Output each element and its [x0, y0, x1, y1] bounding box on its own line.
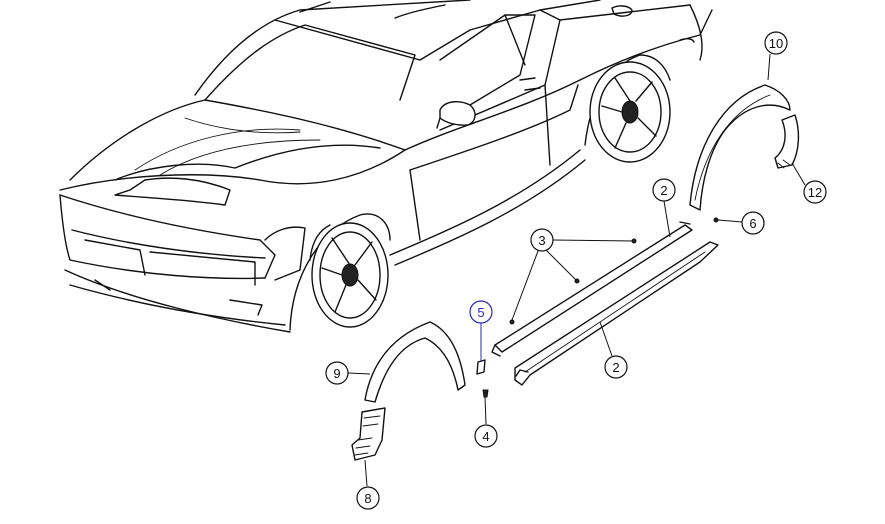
svg-text:9: 9: [333, 366, 340, 381]
svg-text:4: 4: [482, 429, 489, 444]
rear-fender-flare: [689, 84, 791, 211]
svg-text:8: 8: [364, 491, 371, 506]
svg-text:2: 2: [612, 360, 619, 375]
front-fender-flare: [364, 321, 466, 403]
car-illustration: [59, 0, 713, 333]
lower-rocker-molding: [514, 241, 719, 386]
svg-text:5: 5: [477, 305, 484, 320]
callout-4: 4: [474, 424, 498, 448]
callout-5: 5: [469, 300, 493, 324]
callout-2-lower: 2: [604, 355, 628, 379]
svg-text:2: 2: [660, 183, 667, 198]
svg-text:3: 3: [538, 233, 545, 248]
rear-flare-insert: [774, 114, 800, 169]
svg-text:12: 12: [808, 185, 822, 200]
callout-6: 6: [741, 211, 765, 235]
svg-text:10: 10: [769, 36, 783, 51]
callout-2-upper: 2: [652, 178, 676, 202]
svg-text:6: 6: [749, 216, 756, 231]
parts: [351, 84, 800, 461]
callout-10: 10: [764, 31, 788, 55]
callout-8: 8: [356, 486, 380, 510]
leader-lines: [347, 53, 806, 487]
callout-3: 3: [530, 228, 554, 252]
callout-9: 9: [325, 361, 349, 385]
upper-rocker-molding: [494, 224, 693, 353]
callout-12: 12: [803, 180, 827, 204]
